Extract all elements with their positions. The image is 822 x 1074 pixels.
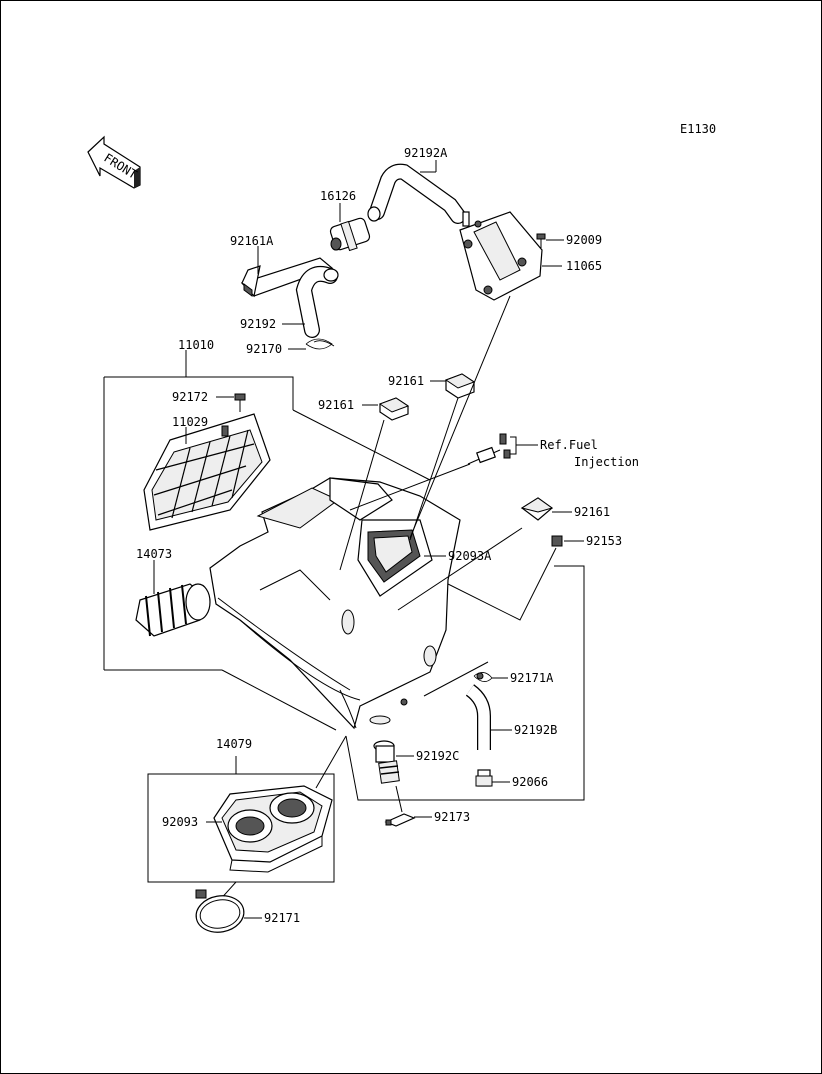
pad-92161A bbox=[240, 257, 334, 298]
hose-92192 bbox=[295, 265, 339, 338]
hose-92192B bbox=[465, 684, 491, 750]
air-cleaner-housing bbox=[209, 477, 461, 730]
label-16126: 16126 bbox=[320, 189, 356, 203]
ref-note-line1: Ref.Fuel bbox=[540, 438, 598, 452]
drain-bracket bbox=[345, 565, 585, 801]
label-92161-b: 92161 bbox=[388, 374, 424, 388]
clamp-92171 bbox=[195, 889, 245, 933]
label-14079: 14079 bbox=[216, 737, 252, 751]
valve-16126 bbox=[329, 206, 381, 252]
bolt-92153 bbox=[551, 535, 563, 547]
label-92192C: 92192C bbox=[416, 749, 459, 763]
label-92171A: 92171A bbox=[510, 671, 554, 685]
drain-92192C bbox=[373, 740, 400, 784]
label-92009: 92009 bbox=[566, 233, 602, 247]
label-92153: 92153 bbox=[586, 534, 622, 548]
label-92192: 92192 bbox=[240, 317, 276, 331]
diagram-code: E1130 bbox=[680, 122, 716, 136]
assembly-bracket-14079 bbox=[147, 756, 335, 883]
fuel-injection-fitting bbox=[467, 433, 511, 465]
label-92161A: 92161A bbox=[230, 234, 274, 248]
clamp-92171A bbox=[473, 672, 493, 682]
label-92171: 92171 bbox=[264, 911, 300, 925]
air-filter-element-11029 bbox=[143, 413, 271, 531]
holder-14079 bbox=[213, 785, 333, 873]
duct-14073 bbox=[135, 583, 211, 637]
label-11029: 11029 bbox=[172, 415, 208, 429]
label-92093: 92093 bbox=[162, 815, 198, 829]
label-92066: 92066 bbox=[512, 775, 548, 789]
label-92093A: 92093A bbox=[448, 549, 492, 563]
cover-plate-11065 bbox=[459, 211, 543, 301]
label-11010: 11010 bbox=[178, 338, 214, 352]
label-11065: 11065 bbox=[566, 259, 602, 273]
label-92172: 92172 bbox=[172, 390, 208, 404]
label-14073: 14073 bbox=[136, 547, 172, 561]
clip-92173 bbox=[384, 785, 416, 827]
label-92170: 92170 bbox=[246, 342, 282, 356]
label-92161-c: 92161 bbox=[574, 505, 610, 519]
label-92192B: 92192B bbox=[514, 723, 557, 737]
front-direction-arrow: FRONT bbox=[87, 135, 141, 189]
label-92161-a: 92161 bbox=[318, 398, 354, 412]
screw-92009 bbox=[536, 233, 546, 248]
pad-92161-c bbox=[520, 497, 554, 521]
label-92192A: 92192A bbox=[404, 146, 448, 160]
screw-92172 bbox=[234, 393, 246, 412]
hose-92192A bbox=[369, 163, 466, 224]
plug-92066 bbox=[475, 769, 493, 787]
pad-92161-a bbox=[378, 397, 410, 421]
ref-note-line2: Injection bbox=[574, 455, 639, 469]
pad-92161-b bbox=[444, 373, 476, 399]
label-92173: 92173 bbox=[434, 810, 470, 824]
assembly-bracket-11010 bbox=[103, 350, 431, 731]
clamp-92170 bbox=[305, 338, 335, 350]
